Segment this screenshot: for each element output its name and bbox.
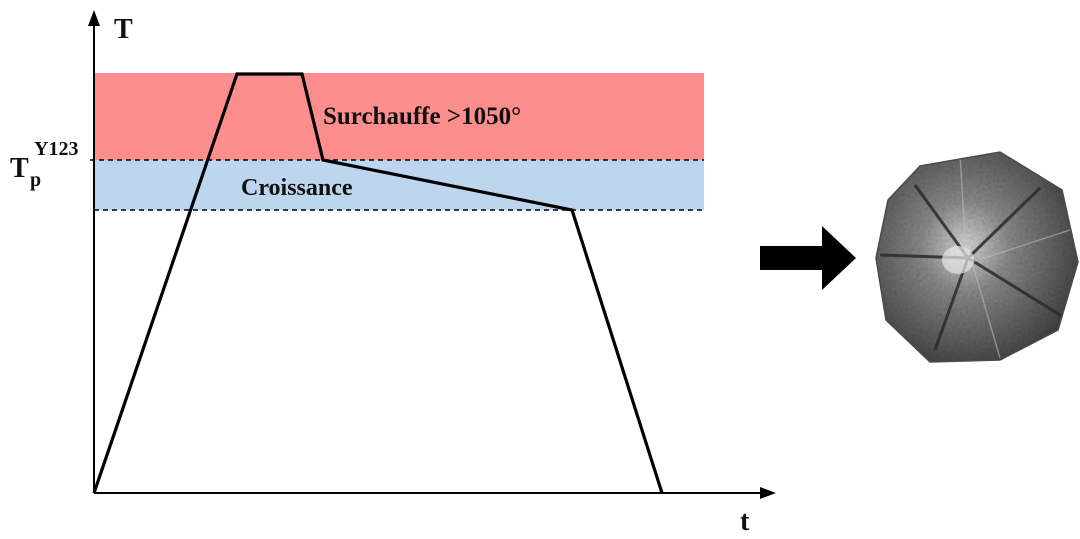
tp-main: T: [10, 153, 29, 184]
tp-sub: p: [30, 169, 41, 191]
thermal-profile-line: [92, 72, 664, 494]
y-axis-arrow-icon: [88, 10, 100, 26]
right-arrow-icon: [760, 226, 856, 290]
pellet-micrograph-icon: [876, 152, 1078, 362]
x-axis-arrow-icon: [760, 487, 776, 499]
tp-y123-label: T p Y123: [10, 138, 78, 191]
growth-zone: [94, 160, 704, 210]
tp-sup: Y123: [34, 138, 78, 160]
y-axis-label: T: [114, 14, 133, 45]
x-axis-label: t: [740, 506, 750, 534]
pellet-outline: [875, 151, 1079, 363]
overheat-zone: [94, 73, 704, 160]
growth-label: Croissance: [241, 175, 353, 201]
overheat-label: Surchauffe >1050°: [323, 103, 521, 130]
